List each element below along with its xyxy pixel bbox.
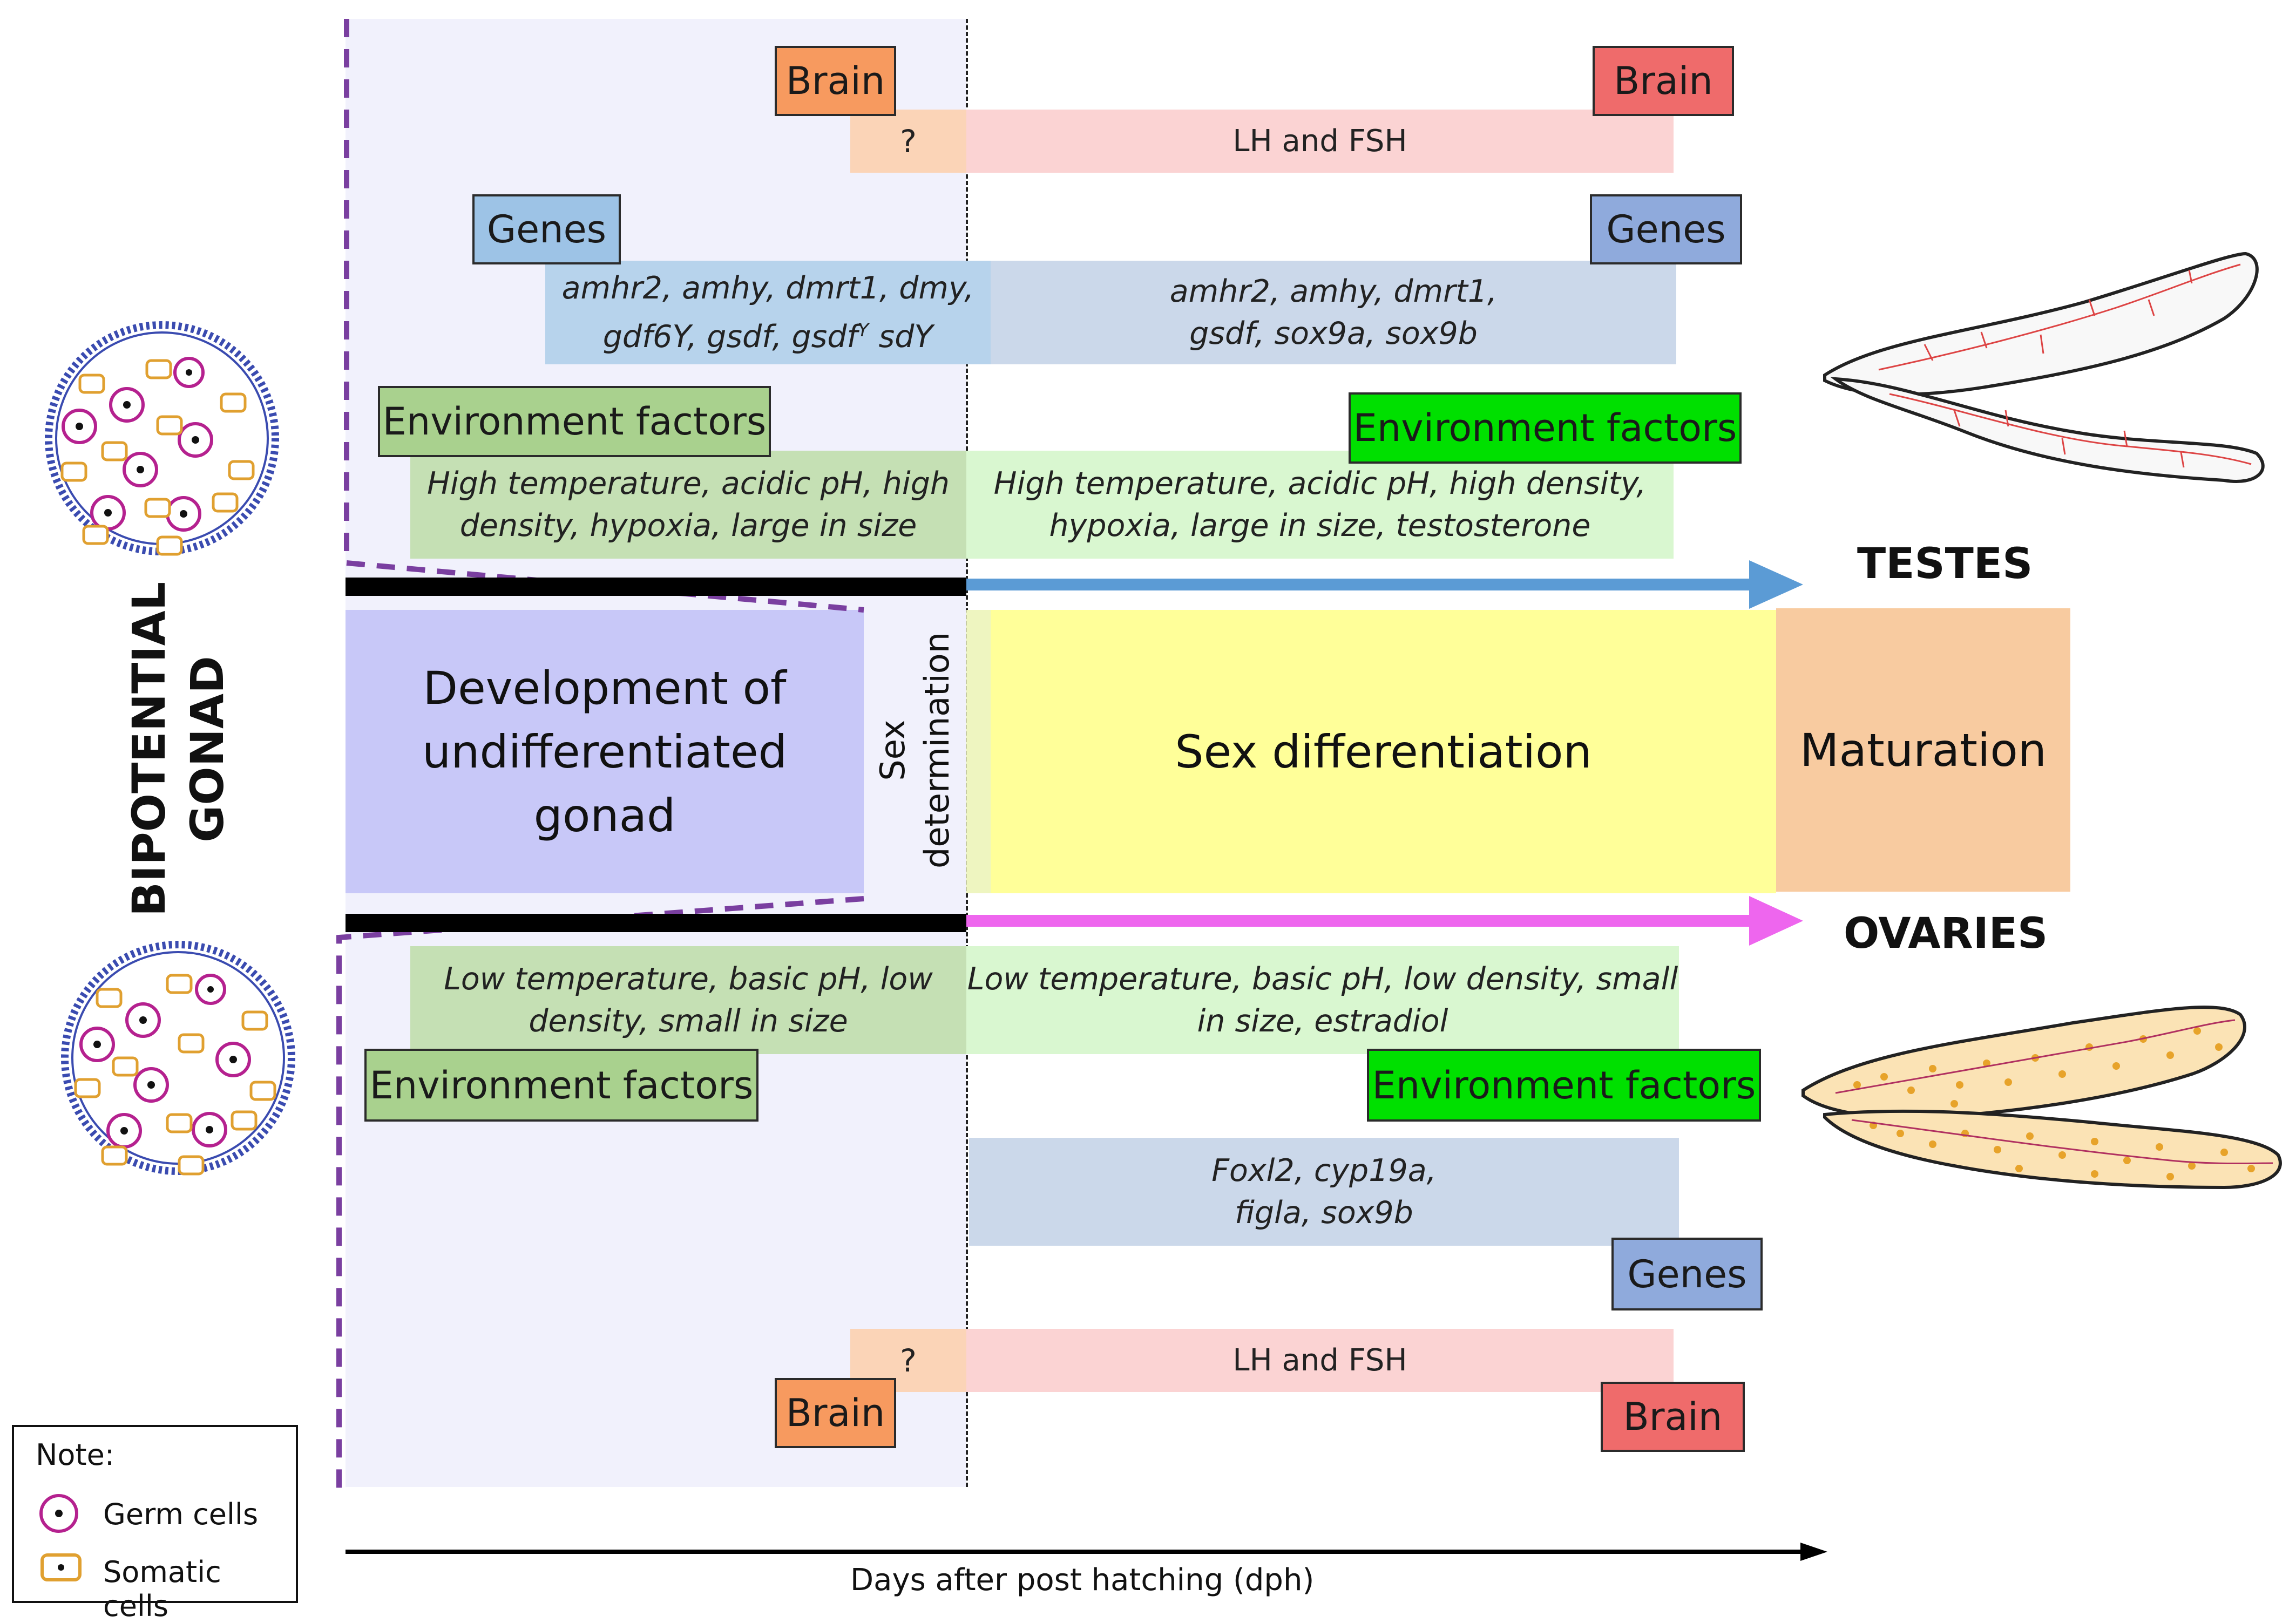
env-band-late-top: High temperature, acidic pH, high densit… [966,451,1674,559]
env-early-bottom-line1: Low temperature, basic pH, low [444,961,933,997]
env-late-top-line1: High temperature, acidic pH, high densit… [993,466,1647,501]
ovaries-label: OVARIES [1844,909,2048,958]
genes-band-early-top: amhr2, amhy, dmrt1, dmy, gdf6Y, gsdf, gs… [545,261,991,364]
genes-early-line2b: sdY [869,319,933,355]
ovaries-arrow-shaft [966,915,1757,927]
time-axis-arrowhead [1800,1543,1827,1561]
genes-bottom-line1: Foxl2, cyp19a, [1211,1153,1437,1189]
testes-label: TESTES [1857,540,2033,588]
genes-label-early-top: Genes [472,194,621,264]
genes-label-bottom: Genes [1611,1238,1763,1310]
genes-bottom-line2: figla, sox9b [1235,1195,1413,1231]
env-label-late-top: Environment factors [1349,392,1742,464]
genes-early-line2: gdf6Y, gsdf, gsdfY sdY [603,309,933,358]
gonad-cross-section-top [45,321,279,556]
legend-title: Note: [36,1438,115,1472]
env-band-early-bottom: Low temperature, basic pH, low density, … [410,946,966,1054]
genes-early-line1: amhr2, amhy, dmrt1, dmy, [561,270,974,306]
env-early-bottom-line2: density, small in size [529,1003,848,1039]
genes-late-line2: gsdf, sox9a, sox9b [1189,316,1478,351]
genes-early-superscript: Y [857,320,869,341]
env-band-early-top: High temperature, acidic pH, high densit… [410,451,966,559]
gonad-cross-section-bottom [61,941,295,1176]
ovaries-arrow-head [1749,896,1803,946]
hormone-band-unknown-top: ? [850,110,966,173]
black-bar-bottom [346,914,966,932]
ovaries-illustration [1801,1006,2282,1190]
phase-development: Development of undifferentiated gonad [346,610,864,893]
time-axis-label: Days after post hatching (dph) [850,1563,1315,1598]
somatic-cell-legend-icon [40,1553,82,1581]
legend-somatic-cells: Somatic cells [103,1555,221,1623]
env-label-late-bottom: Environment factors [1367,1049,1761,1122]
phase-development-line2: undifferentiated [422,725,787,778]
genes-band-bottom: Foxl2, cyp19a, figla, sox9b [969,1138,1679,1246]
brain-label-early-top: Brain [775,46,896,116]
brain-label-late-bottom: Brain [1601,1382,1745,1452]
hormone-band-lh-fsh-bottom: LH and FSH [966,1329,1674,1392]
env-late-top-line2: hypoxia, large in size, testosterone [1049,508,1591,544]
genes-label-late-top: Genes [1590,194,1742,264]
testes-illustration [1823,252,2265,483]
env-late-bottom-line1: Low temperature, basic pH, low density, … [967,961,1678,997]
genes-late-line1: amhr2, amhy, dmrt1, [1169,274,1498,309]
legend-germ-cells: Germ cells [103,1497,259,1531]
phase-development-line1: Development of [423,661,787,715]
hormone-band-lh-fsh-top: LH and FSH [966,110,1674,173]
phase-sex-determination-strip [966,610,991,893]
env-early-top-line1: High temperature, acidic pH, high [426,466,950,501]
brain-label-late-top: Brain [1593,46,1734,116]
env-band-late-bottom: Low temperature, basic pH, low density, … [966,946,1679,1054]
env-label-early-bottom: Environment factors [364,1049,758,1122]
funnel-dashed-bottom [336,896,864,1492]
testes-arrow-shaft [966,579,1757,590]
env-label-early-top: Environment factors [378,386,771,457]
env-early-top-line2: density, hypoxia, large in size [459,508,917,544]
germ-cell-legend-icon [39,1494,78,1533]
brain-label-early-bottom: Brain [775,1378,896,1448]
genes-early-line2a: gdf6Y, gsdf, gsdf [602,319,858,355]
phase-maturation: Maturation [1776,608,2070,892]
legend-box: Note: Germ cells Somatic cells [12,1425,298,1623]
testes-arrow-head [1749,560,1803,609]
black-bar-top [346,578,966,596]
phase-development-line3: gonad [533,789,676,842]
env-late-bottom-line2: in size, estradiol [1197,1003,1448,1039]
genes-band-late-top: amhr2, amhy, dmrt1, gsdf, sox9a, sox9b [991,261,1676,364]
funnel-dashed-top [344,19,864,613]
phase-sex-differentiation: Sex differentiation [991,610,1776,893]
